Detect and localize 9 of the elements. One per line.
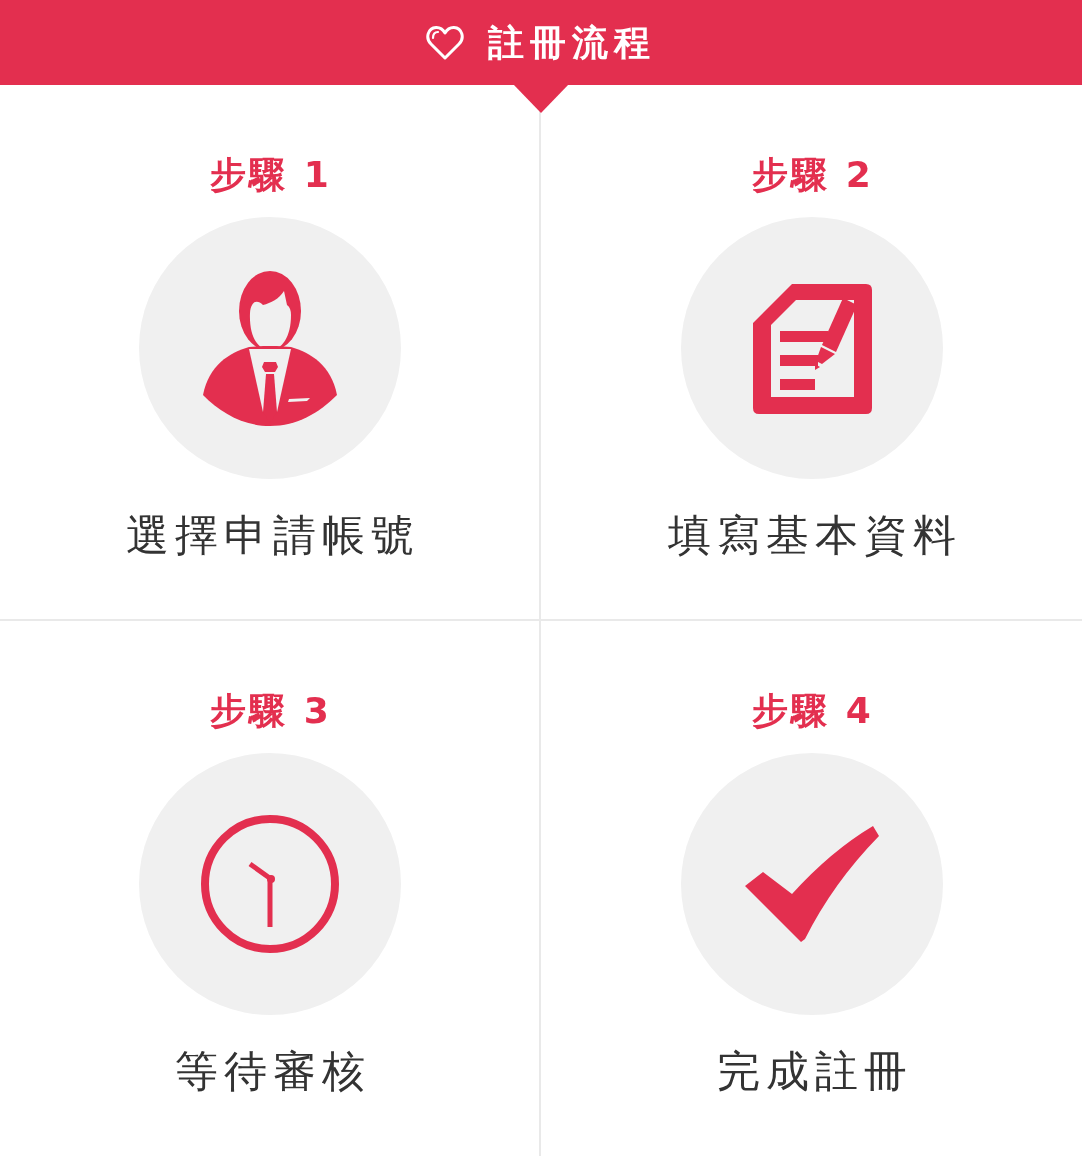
step-heading: 步驟 1 [209, 153, 332, 197]
step-label: 填寫基本資料 [666, 509, 962, 562]
step-heading: 步驟 4 [751, 689, 874, 733]
step-label: 選擇申請帳號 [124, 509, 420, 562]
title: 註冊流程 [487, 20, 656, 65]
step-label: 完成註冊 [715, 1045, 913, 1098]
step-heading: 步驟 2 [751, 153, 874, 197]
step-label: 等待審核 [173, 1045, 371, 1098]
step-heading: 步驟 3 [209, 689, 332, 733]
